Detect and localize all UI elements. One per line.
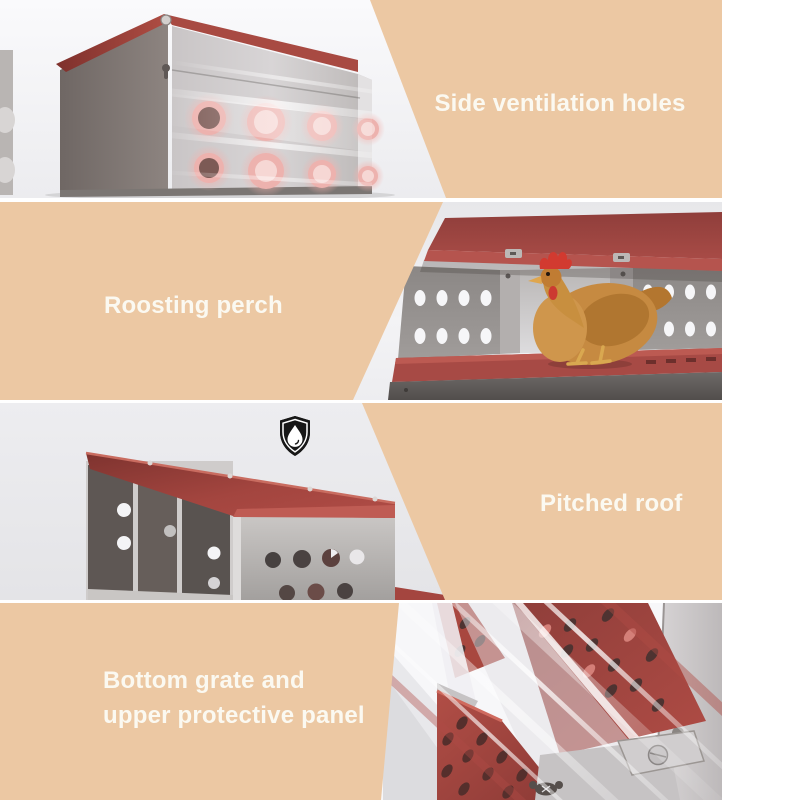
section-roosting-perch: Roosting perch (0, 202, 722, 400)
chicken-head (540, 266, 562, 288)
section-pitched-roof: ❄ Pitched roof (0, 403, 722, 600)
red-roof-rim (56, 14, 174, 72)
nesting-box-front (85, 451, 445, 600)
chicken-comb (539, 251, 572, 269)
edge-panel-sliver (0, 50, 15, 195)
chicken (528, 251, 672, 369)
back-vent-holes (117, 503, 221, 589)
base-box (388, 372, 722, 400)
peach-band (0, 603, 399, 800)
pitched-roof (86, 453, 395, 518)
section-divider (0, 600, 722, 603)
roof-screws (147, 460, 378, 502)
side-panel-holes (265, 549, 365, 600)
feature-label: Roosting perch (104, 292, 283, 319)
box-left-face (60, 22, 168, 194)
waterdrop-shield-icon (280, 416, 310, 456)
screw (160, 14, 172, 26)
section-side-ventilation: Side ventilation holes (0, 0, 722, 198)
light-rays (172, 60, 372, 190)
nesting-box (388, 212, 722, 400)
section-divider (0, 198, 722, 202)
section-bottom-grate: Bottom grate and upper protective panel (0, 603, 722, 800)
pitched-roof-top (428, 212, 722, 259)
feature-label: Pitched roof (540, 490, 683, 517)
feature-label: Side ventilation holes (434, 90, 686, 117)
roof-clips (505, 249, 630, 262)
feature-label-line1: Bottom grate and (103, 667, 305, 694)
feature-label-line2: upper protective panel (103, 702, 365, 729)
roof-fascia (233, 505, 395, 518)
chicken-legs (566, 345, 612, 366)
tray-holes (441, 716, 548, 800)
nest-divider-panel (88, 465, 133, 600)
nest-divider-panel (138, 470, 177, 600)
section-divider (0, 400, 722, 403)
roof-fascia (424, 250, 722, 271)
side-panel (233, 513, 395, 600)
left-panel (398, 266, 500, 359)
panel-holes (414, 284, 716, 344)
metal-box (56, 14, 385, 197)
keyhole-slot (162, 64, 170, 79)
feature-label: Bottom grate and upper protective panel (103, 663, 365, 733)
